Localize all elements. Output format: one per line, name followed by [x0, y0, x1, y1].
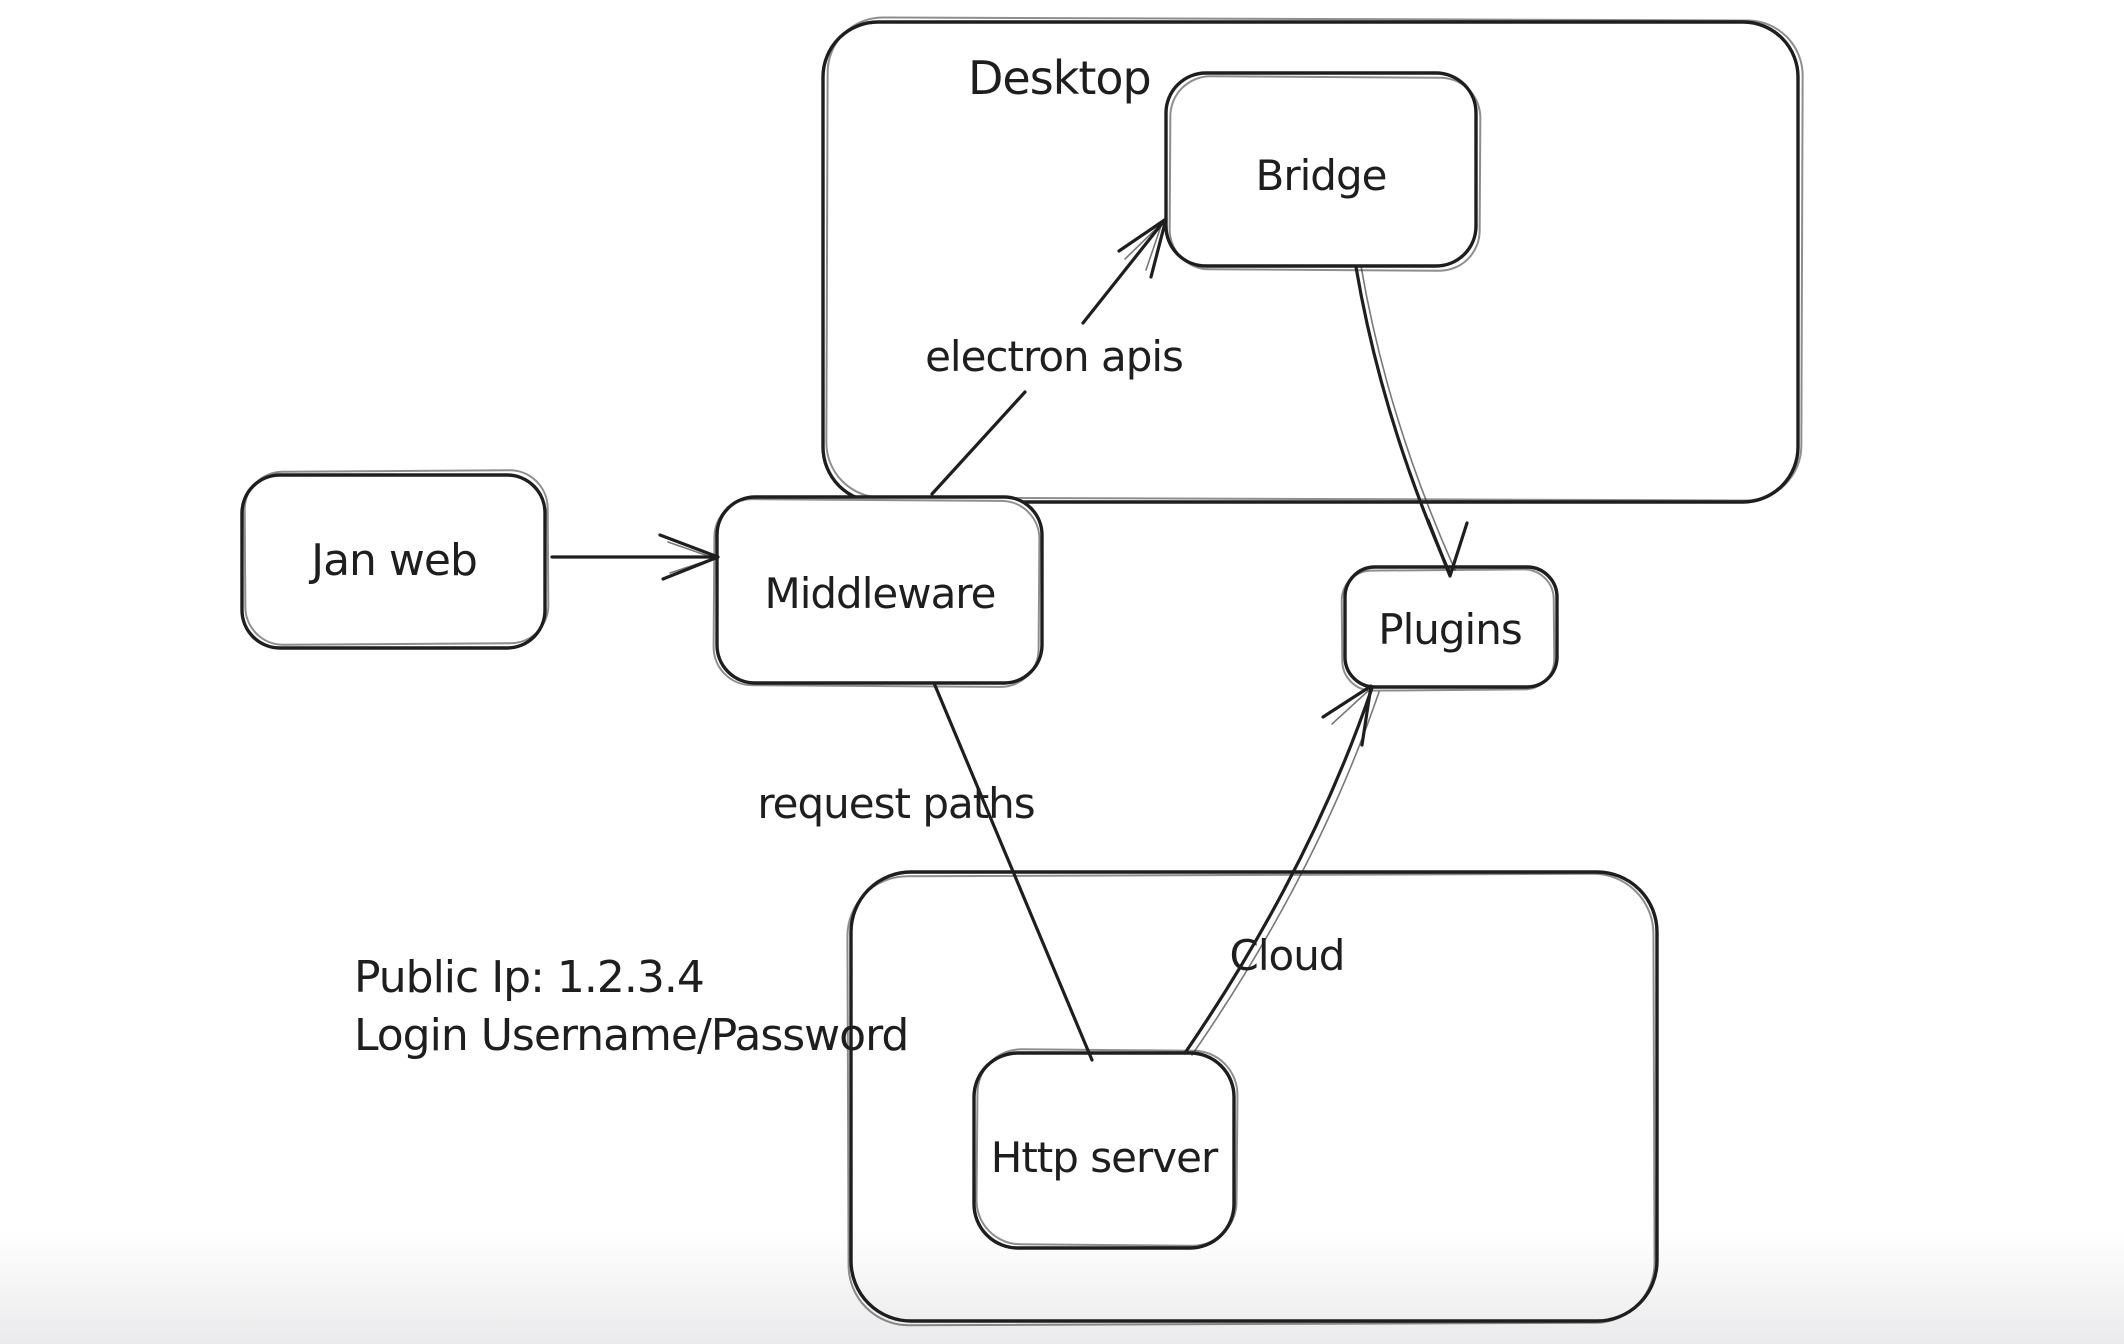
middleware-to-bridge-arrowhead-icon — [1117, 217, 1168, 279]
jan-web-box[interactable] — [240, 473, 547, 650]
middleware-to-http-server-line[interactable] — [932, 681, 1094, 1062]
http-server-box[interactable] — [972, 1051, 1236, 1250]
credentials-note-line-1[interactable]: Public Ip: 1.2.3.4 — [354, 952, 705, 1003]
jan-web-to-middleware-arrowhead-sketch — [667, 541, 715, 574]
container-cloud[interactable] — [846, 870, 1659, 1327]
http-server-to-plugins-arrowhead-icon — [1321, 684, 1373, 747]
desktop-container-label[interactable]: Desktop — [968, 51, 1152, 105]
plugins-label[interactable]: Plugins — [1378, 605, 1522, 654]
cloud-container-outline[interactable] — [849, 870, 1659, 1323]
jan-web-label[interactable]: Jan web — [308, 535, 478, 586]
node-jan-web[interactable] — [240, 469, 550, 650]
bridge-label[interactable]: Bridge — [1256, 151, 1388, 200]
electron-apis-edge-label[interactable]: electron apis — [925, 332, 1184, 381]
edge-middleware-to-http-server[interactable] — [932, 681, 1094, 1062]
cloud-container-sketch-stroke — [846, 872, 1656, 1327]
plugins-box[interactable] — [1343, 565, 1559, 689]
http-server-to-plugins-line[interactable] — [1183, 686, 1374, 1055]
middleware-to-bridge-arrowhead-sketch — [1124, 222, 1163, 271]
http-server-box-sketch-stroke — [975, 1048, 1239, 1247]
middleware-to-bridge-line-lower[interactable] — [930, 390, 1027, 496]
edge-http-server-to-plugins[interactable] — [1183, 684, 1380, 1056]
http-server-label[interactable]: Http server — [991, 1133, 1220, 1182]
middleware-label[interactable]: Middleware — [764, 569, 996, 618]
http-server-to-plugins-arrowhead-sketch — [1331, 690, 1369, 725]
bridge-box-sketch-stroke — [1168, 75, 1482, 272]
bridge-to-plugins-line-sketch — [1360, 265, 1456, 571]
jan-web-box-sketch-stroke — [243, 469, 550, 646]
node-http-server[interactable] — [972, 1048, 1239, 1250]
edge-middleware-to-bridge[interactable] — [930, 217, 1168, 496]
bridge-box[interactable] — [1164, 71, 1478, 268]
desktop-container-outline[interactable] — [821, 20, 1800, 504]
edge-jan-web-to-middleware[interactable] — [550, 533, 720, 581]
desktop-container-sketch-stroke — [825, 16, 1804, 502]
middleware-to-bridge-line-upper[interactable] — [1081, 219, 1166, 325]
middleware-box-sketch-stroke — [712, 498, 1041, 688]
middleware-box[interactable] — [715, 495, 1044, 685]
bridge-to-plugins-arrowhead-icon — [1426, 518, 1469, 578]
credentials-note-line-2[interactable]: Login Username/Password — [354, 1010, 909, 1061]
node-bridge[interactable] — [1164, 71, 1482, 272]
edge-bridge-to-plugins[interactable] — [1354, 265, 1469, 578]
cloud-container-label[interactable]: Cloud — [1230, 931, 1346, 980]
jan-web-to-middleware-arrowhead-icon — [658, 533, 720, 581]
node-middleware[interactable] — [712, 495, 1044, 688]
request-paths-edge-label[interactable]: request paths — [757, 779, 1035, 828]
